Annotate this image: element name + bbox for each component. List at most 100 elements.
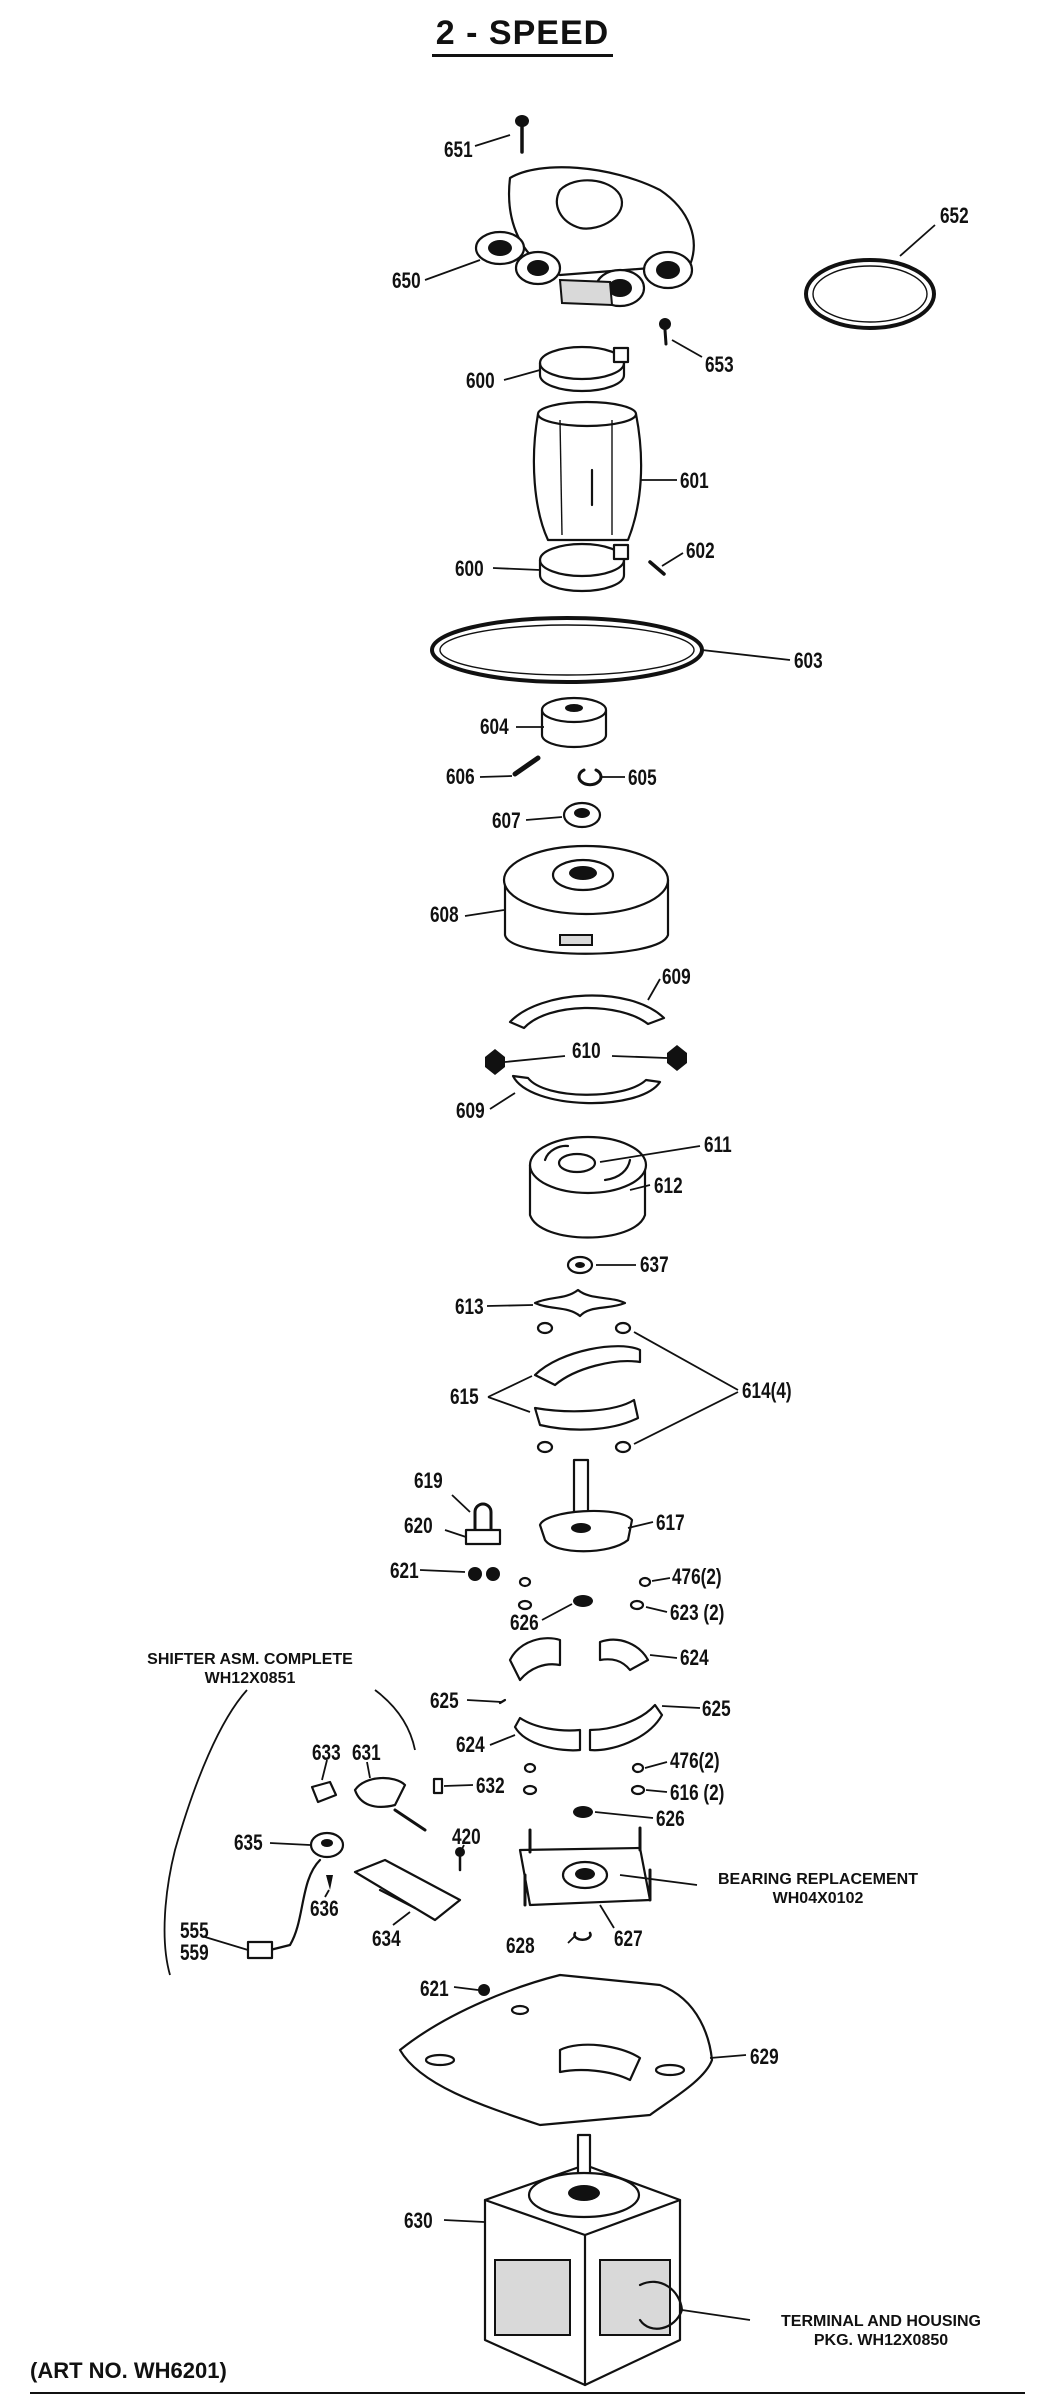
label-607: 607 xyxy=(492,808,521,833)
part-613-plate xyxy=(533,1288,627,1318)
part-602-pin xyxy=(648,560,666,576)
part-621-nuts xyxy=(468,1567,500,1581)
part-653-screw xyxy=(659,318,671,346)
part-634-bracket xyxy=(353,1858,462,1922)
part-631-actuator xyxy=(353,1777,427,1832)
part-627-bearing-plate xyxy=(518,1826,652,1907)
label-624-lower: 624 xyxy=(456,1732,485,1757)
label-606: 606 xyxy=(446,764,475,789)
shifter-note-line1: SHIFTER ASM. COMPLETE xyxy=(147,1651,353,1668)
bearing-replacement-note: BEARING REPLACEMENT WH04X0102 xyxy=(698,1870,938,1908)
label-476-lower: 476(2) xyxy=(670,1748,720,1773)
label-625-right: 625 xyxy=(702,1696,731,1721)
part-651-screw xyxy=(515,115,529,154)
label-609-lower: 609 xyxy=(456,1098,485,1123)
label-625-left: 625 xyxy=(430,1688,459,1713)
part-621-nut-lower xyxy=(478,1984,490,1996)
label-626-upper: 626 xyxy=(510,1610,539,1635)
part-632-spring xyxy=(432,1777,444,1795)
part-600-clamp-upper xyxy=(538,345,630,393)
label-624-upper: 624 xyxy=(680,1645,709,1670)
part-637-washer xyxy=(566,1255,594,1275)
label-476-upper: 476(2) xyxy=(672,1564,722,1589)
part-600-clamp-lower xyxy=(538,542,630,593)
label-650: 650 xyxy=(392,268,421,293)
part-612-hub xyxy=(528,1135,648,1239)
bearing-note-line1: BEARING REPLACEMENT xyxy=(717,1871,918,1888)
label-619: 619 xyxy=(414,1468,443,1493)
part-635-solenoid xyxy=(246,1831,345,1960)
part-626-collar-upper xyxy=(573,1595,593,1607)
part-616-washers xyxy=(522,1784,646,1796)
art-number: (ART NO. WH6201) xyxy=(30,2358,227,2383)
part-650-pump-housing xyxy=(474,166,695,308)
label-420: 420 xyxy=(452,1824,481,1849)
label-626-lower: 626 xyxy=(656,1806,685,1831)
label-600-upper: 600 xyxy=(466,368,495,393)
label-621-upper: 621 xyxy=(390,1558,419,1583)
part-609-shoe-lower xyxy=(511,1074,662,1105)
part-603-belt xyxy=(430,616,704,684)
label-612: 612 xyxy=(654,1173,683,1198)
part-617-shaft-base xyxy=(538,1458,634,1553)
terminal-note-line1: TERMINAL AND HOUSING xyxy=(781,2313,981,2330)
label-623: 623 (2) xyxy=(670,1600,725,1625)
label-609-upper: 609 xyxy=(662,964,691,989)
label-630: 630 xyxy=(404,2208,433,2233)
label-632: 632 xyxy=(476,1773,505,1798)
part-610-nuts xyxy=(485,1045,687,1075)
part-633-knob xyxy=(310,1780,338,1804)
terminal-note-line2: PKG. WH12X0850 xyxy=(813,2332,949,2349)
part-476-washers-lower xyxy=(523,1762,645,1774)
part-652-ring xyxy=(804,258,936,330)
label-559: 559 xyxy=(180,1940,209,1965)
part-619-u-bolt xyxy=(473,1502,493,1532)
label-604: 604 xyxy=(480,714,509,739)
shifter-bracket-curve xyxy=(163,1689,248,1976)
part-624-625-brake-shoes xyxy=(498,1637,664,1752)
shifter-note-line2: WH12X0851 xyxy=(204,1670,296,1687)
part-601-hose xyxy=(532,400,643,542)
diagram-title: 2 - SPEED xyxy=(0,14,1045,57)
label-616: 616 (2) xyxy=(670,1780,725,1805)
part-636-screw xyxy=(326,1875,333,1890)
part-609-shoe-upper xyxy=(508,994,666,1030)
label-620: 620 xyxy=(404,1513,433,1538)
bearing-note-line2: WH04X0102 xyxy=(772,1890,864,1907)
label-615: 615 xyxy=(450,1384,479,1409)
part-615-shoes xyxy=(533,1345,642,1431)
part-604-cap xyxy=(540,696,608,749)
part-626-collar-lower xyxy=(573,1806,593,1818)
label-614: 614(4) xyxy=(742,1378,792,1403)
part-608-pulley xyxy=(502,844,670,955)
label-634: 634 xyxy=(372,1926,401,1951)
part-628-ring xyxy=(573,1931,592,1941)
label-617: 617 xyxy=(656,1510,685,1535)
shifter-assembly-note: SHIFTER ASM. COMPLETE WH12X0851 xyxy=(145,1650,355,1688)
label-605: 605 xyxy=(628,765,657,790)
part-623-washers xyxy=(517,1599,645,1611)
label-635: 635 xyxy=(234,1830,263,1855)
label-602: 602 xyxy=(686,538,715,563)
label-611: 611 xyxy=(704,1132,732,1157)
label-613: 613 xyxy=(455,1294,484,1319)
label-603: 603 xyxy=(794,648,823,673)
label-637: 637 xyxy=(640,1252,669,1277)
label-555: 555 xyxy=(180,1918,209,1943)
label-631: 631 xyxy=(352,1740,381,1765)
label-653: 653 xyxy=(705,352,734,377)
part-614-washers xyxy=(536,1321,632,1454)
label-633: 633 xyxy=(312,1740,341,1765)
leader-lines xyxy=(204,134,936,2321)
label-608: 608 xyxy=(430,902,459,927)
label-628: 628 xyxy=(506,1933,535,1958)
label-627: 627 xyxy=(614,1926,643,1951)
label-652: 652 xyxy=(940,203,969,228)
label-610: 610 xyxy=(572,1038,601,1063)
label-600-lower: 600 xyxy=(455,556,484,581)
part-420-screw xyxy=(455,1847,465,1872)
label-621-lower: 621 xyxy=(420,1976,449,2001)
part-620-block xyxy=(464,1528,502,1546)
part-607-bearing xyxy=(562,801,602,829)
